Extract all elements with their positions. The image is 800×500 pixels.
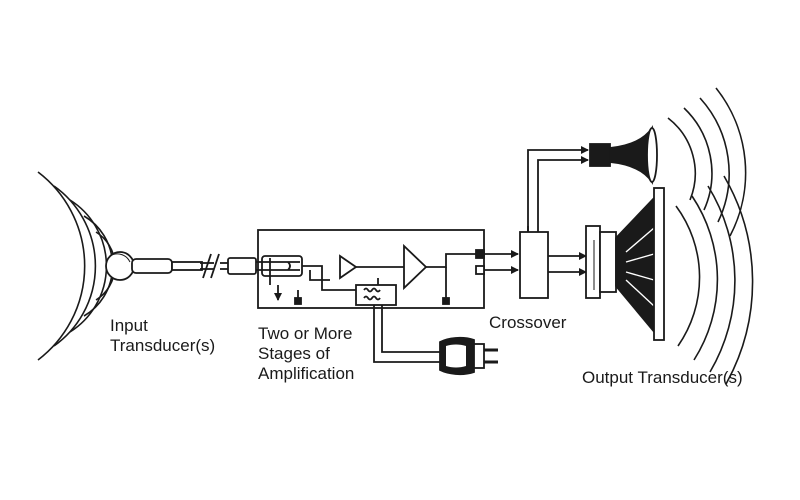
- amplification-label: Two or More Stages of Amplification: [258, 324, 354, 384]
- input-label-line1: Input: [110, 316, 148, 335]
- input-transducer-label: Input Transducer(s): [110, 316, 215, 356]
- power-plug-icon: [373, 305, 498, 376]
- crossover-label: Crossover: [489, 313, 567, 332]
- amplifier-box: [257, 229, 485, 309]
- cable-break-icon: [200, 253, 228, 279]
- woofer-speaker-icon: [585, 187, 665, 341]
- crossover-to-horn-wires: [527, 146, 589, 232]
- amp-label-line1: Two or More: [258, 324, 353, 343]
- amp-label-line3: Amplification: [258, 364, 355, 383]
- input-label-line2: Transducer(s): [110, 336, 216, 355]
- microphone-icon: [105, 251, 203, 281]
- amp-label-line2: Stages of: [258, 344, 330, 363]
- input-sound-waves: [37, 171, 116, 361]
- output-transducer-label: Output Transducer(s): [582, 368, 743, 387]
- crossover-box: [519, 231, 549, 299]
- horn-speaker-icon: [589, 125, 658, 185]
- output-sound-waves: [667, 87, 754, 385]
- crossover-to-woofer-wires: [548, 252, 587, 276]
- amp-to-crossover-wires: [484, 250, 519, 274]
